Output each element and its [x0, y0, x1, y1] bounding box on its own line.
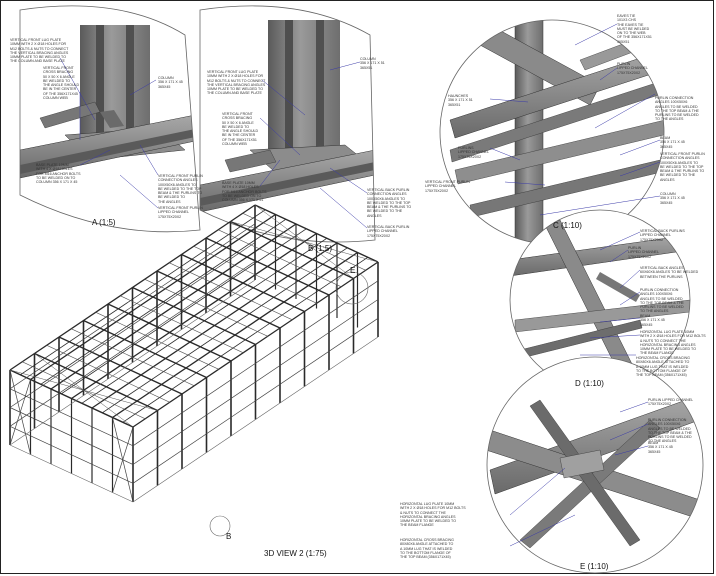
detail-a-boundary — [19, 5, 201, 233]
frame-member — [120, 295, 244, 354]
frame-member — [132, 280, 379, 447]
detail-a-cross-bracing-label: VERTICAL FRONT CROSS BRACING 50 x 50 x 6… — [43, 66, 80, 101]
detail-a-caption: A (1:5) — [92, 218, 116, 227]
detail-e-boundary — [486, 356, 704, 574]
frame-member — [9, 223, 256, 390]
detail-e-caption: E (1:10) — [580, 562, 609, 571]
detail-b-back-purlin-angles-label: VERTICAL BACK PURLIN CONNECTION ANGLES 1… — [367, 188, 412, 218]
detail-c-eaves-tie-label: EAVES TIE 101x3 CHS THE EAVES TIE MUST B… — [617, 14, 652, 44]
detail-d-caption: D (1:10) — [575, 379, 604, 388]
frame-member — [9, 242, 256, 408]
detail-a-column-label: COLUMN 356 x 171 x 45 365X45 — [158, 76, 183, 89]
detail-c-vertical-front-purlin-label: VERTICAL FRONT PURLIN LIPPED CHANNEL 175… — [425, 180, 470, 193]
detail-b-cross-bracing-label: VERTICAL FRONT CROSS BRACING 50 x 50 x 6… — [222, 112, 259, 147]
leader-lines — [59, 23, 661, 547]
detail-c-drawing — [440, 20, 664, 244]
frame-member — [9, 388, 134, 447]
detail-c-column-label: COLUMN 356 x 171 x 45 365X45 — [660, 192, 685, 205]
detail-a-front-lug-plate-label: VERTICAL FRONT LUG PLATE 10mm WITH 2 x Ø… — [10, 38, 69, 64]
detail-c-purlins-label: PURLINS LIPPED CHANNEL 175x75x20x2 — [458, 146, 489, 159]
frame-member — [218, 229, 342, 288]
detail-e-purlin-channel-label: PURLIN LIPPED CHANNEL 175x75x20x2 — [648, 398, 694, 407]
detail-d-beam-label: BEAM 356 x 171 x 45 365X45 — [640, 314, 665, 327]
detail-d-purlin-angles-label: PURLIN CONNECTION ANGLES 100x50x6 ANGLES… — [640, 288, 684, 314]
frame-member — [181, 253, 305, 313]
frame-member — [9, 425, 134, 484]
detail-d-purlin-label: PURLIN LIPPED CHANNEL 175x75x20x2 — [628, 246, 659, 259]
frame-member — [107, 303, 232, 362]
frame-member — [254, 204, 354, 279]
detail-b-drawing — [200, 5, 375, 243]
frame-member — [132, 318, 379, 484]
frame-member — [132, 299, 379, 465]
marker-b-circle — [209, 515, 231, 537]
detail-a-drawing — [20, 5, 200, 232]
frame-member — [34, 352, 158, 412]
frame-member — [95, 312, 219, 370]
frame-member — [193, 246, 317, 304]
detail-b-base-plate-label: BASE PLATE 10mm WITH 4 x Ø18 HOLES FOR M… — [222, 181, 267, 203]
detail-d-cross-bracing-label: HORIZONTAL CROSS BRACING 80x80x6 ANGLE A… — [636, 356, 690, 378]
frame-member — [254, 204, 379, 263]
detail-a-front-purlin-label: VERTICAL FRONT PURLIN LIPPED CHANNEL 175… — [158, 206, 203, 219]
detail-e-lug-plate-label: HORIZONTAL LUG PLATE 10mm WITH 2 x Ø18 H… — [400, 502, 466, 528]
frame-member — [9, 261, 256, 427]
detail-a-base-plate-label: BASE PLATE 10mm WITH 4 x Ø18 HOLES FOR M… — [36, 163, 81, 185]
detail-e-purlin-angles-label: PURLIN CONNECTION ANGLES 100x50x6 ANGLES… — [648, 418, 692, 444]
detail-e-beam-label: BEAM 356 x 171 x 45 365X45 — [648, 441, 673, 454]
frame-member — [9, 444, 134, 503]
main-3d-frame — [9, 204, 379, 503]
frame-member — [58, 336, 183, 395]
frame-member — [205, 237, 330, 296]
frame-member — [112, 417, 134, 503]
frame-member — [34, 353, 134, 428]
detail-c-beam-label: BEAM 356 x 171 x 45 365X45 — [660, 136, 685, 149]
detail-b-back-purlin-label: VERTICAL BACK PURLIN LIPPED CHANNEL 175x… — [367, 225, 410, 238]
marker-e-circle — [335, 271, 369, 305]
detail-b-caption: B (1:5) — [308, 244, 333, 253]
frame-member — [46, 345, 170, 403]
detail-d-drawing — [510, 210, 690, 390]
frame-member — [230, 220, 354, 280]
frame-member — [156, 270, 281, 329]
main-view-caption: 3D VIEW 2 (1:75) — [264, 549, 327, 558]
frame-member — [144, 279, 268, 337]
detail-c-front-purlin-angles-label: VERTICAL FRONT PURLIN CONNECTION ANGLES … — [660, 152, 705, 182]
frame-member — [9, 407, 134, 465]
detail-d-back-angles-label: VERTICAL BACK ANGLES 60x60x6 ANGLES TO B… — [640, 266, 699, 279]
detail-c-purlin-angles-label: PURLIN CONNECTION ANGLES 100x50x6 ANGLES… — [655, 96, 699, 122]
detail-d-back-purlins-label: VERTICAL BACK PURLINS LIPPED CHANNEL 175… — [640, 229, 685, 242]
detail-c-haunches-label: HAUNCHES 356 x 171 x 51 365X51 — [448, 94, 473, 107]
detail-c-caption: C (1:10) — [553, 221, 582, 230]
detail-e-drawing — [487, 357, 703, 573]
frame-member — [9, 369, 31, 455]
frame-member — [71, 328, 195, 387]
frame-member — [132, 286, 256, 346]
detail-b-column-label: COLUMN 356 x 171 x 51 365X51 — [360, 57, 385, 70]
detail-b-front-lug-plate-label: VERTICAL FRONT LUG PLATE 10mm WITH 2 x Ø… — [207, 70, 266, 96]
frame-member — [169, 262, 293, 321]
detail-c-purlin-label: PURLIN LIPPED CHANNEL 175x75x20x2 — [617, 62, 648, 75]
detail-a-purlin-angles-label: VERTICAL FRONT PURLIN CONNECTION ANGLES … — [158, 174, 203, 204]
marker-e-label: E — [350, 266, 356, 275]
frame-member — [132, 336, 379, 503]
frame-member — [9, 279, 256, 446]
frame-member — [83, 319, 207, 379]
detail-e-cross-bracing-label: HORIZONTAL CROSS BRACING 80x80x6 ANGLE A… — [400, 538, 454, 560]
marker-b-label: B — [226, 532, 232, 541]
detail-d-lug-plate-label: HORIZONTAL LUG PLATE 10mm WITH 2 x Ø18 H… — [640, 330, 706, 356]
